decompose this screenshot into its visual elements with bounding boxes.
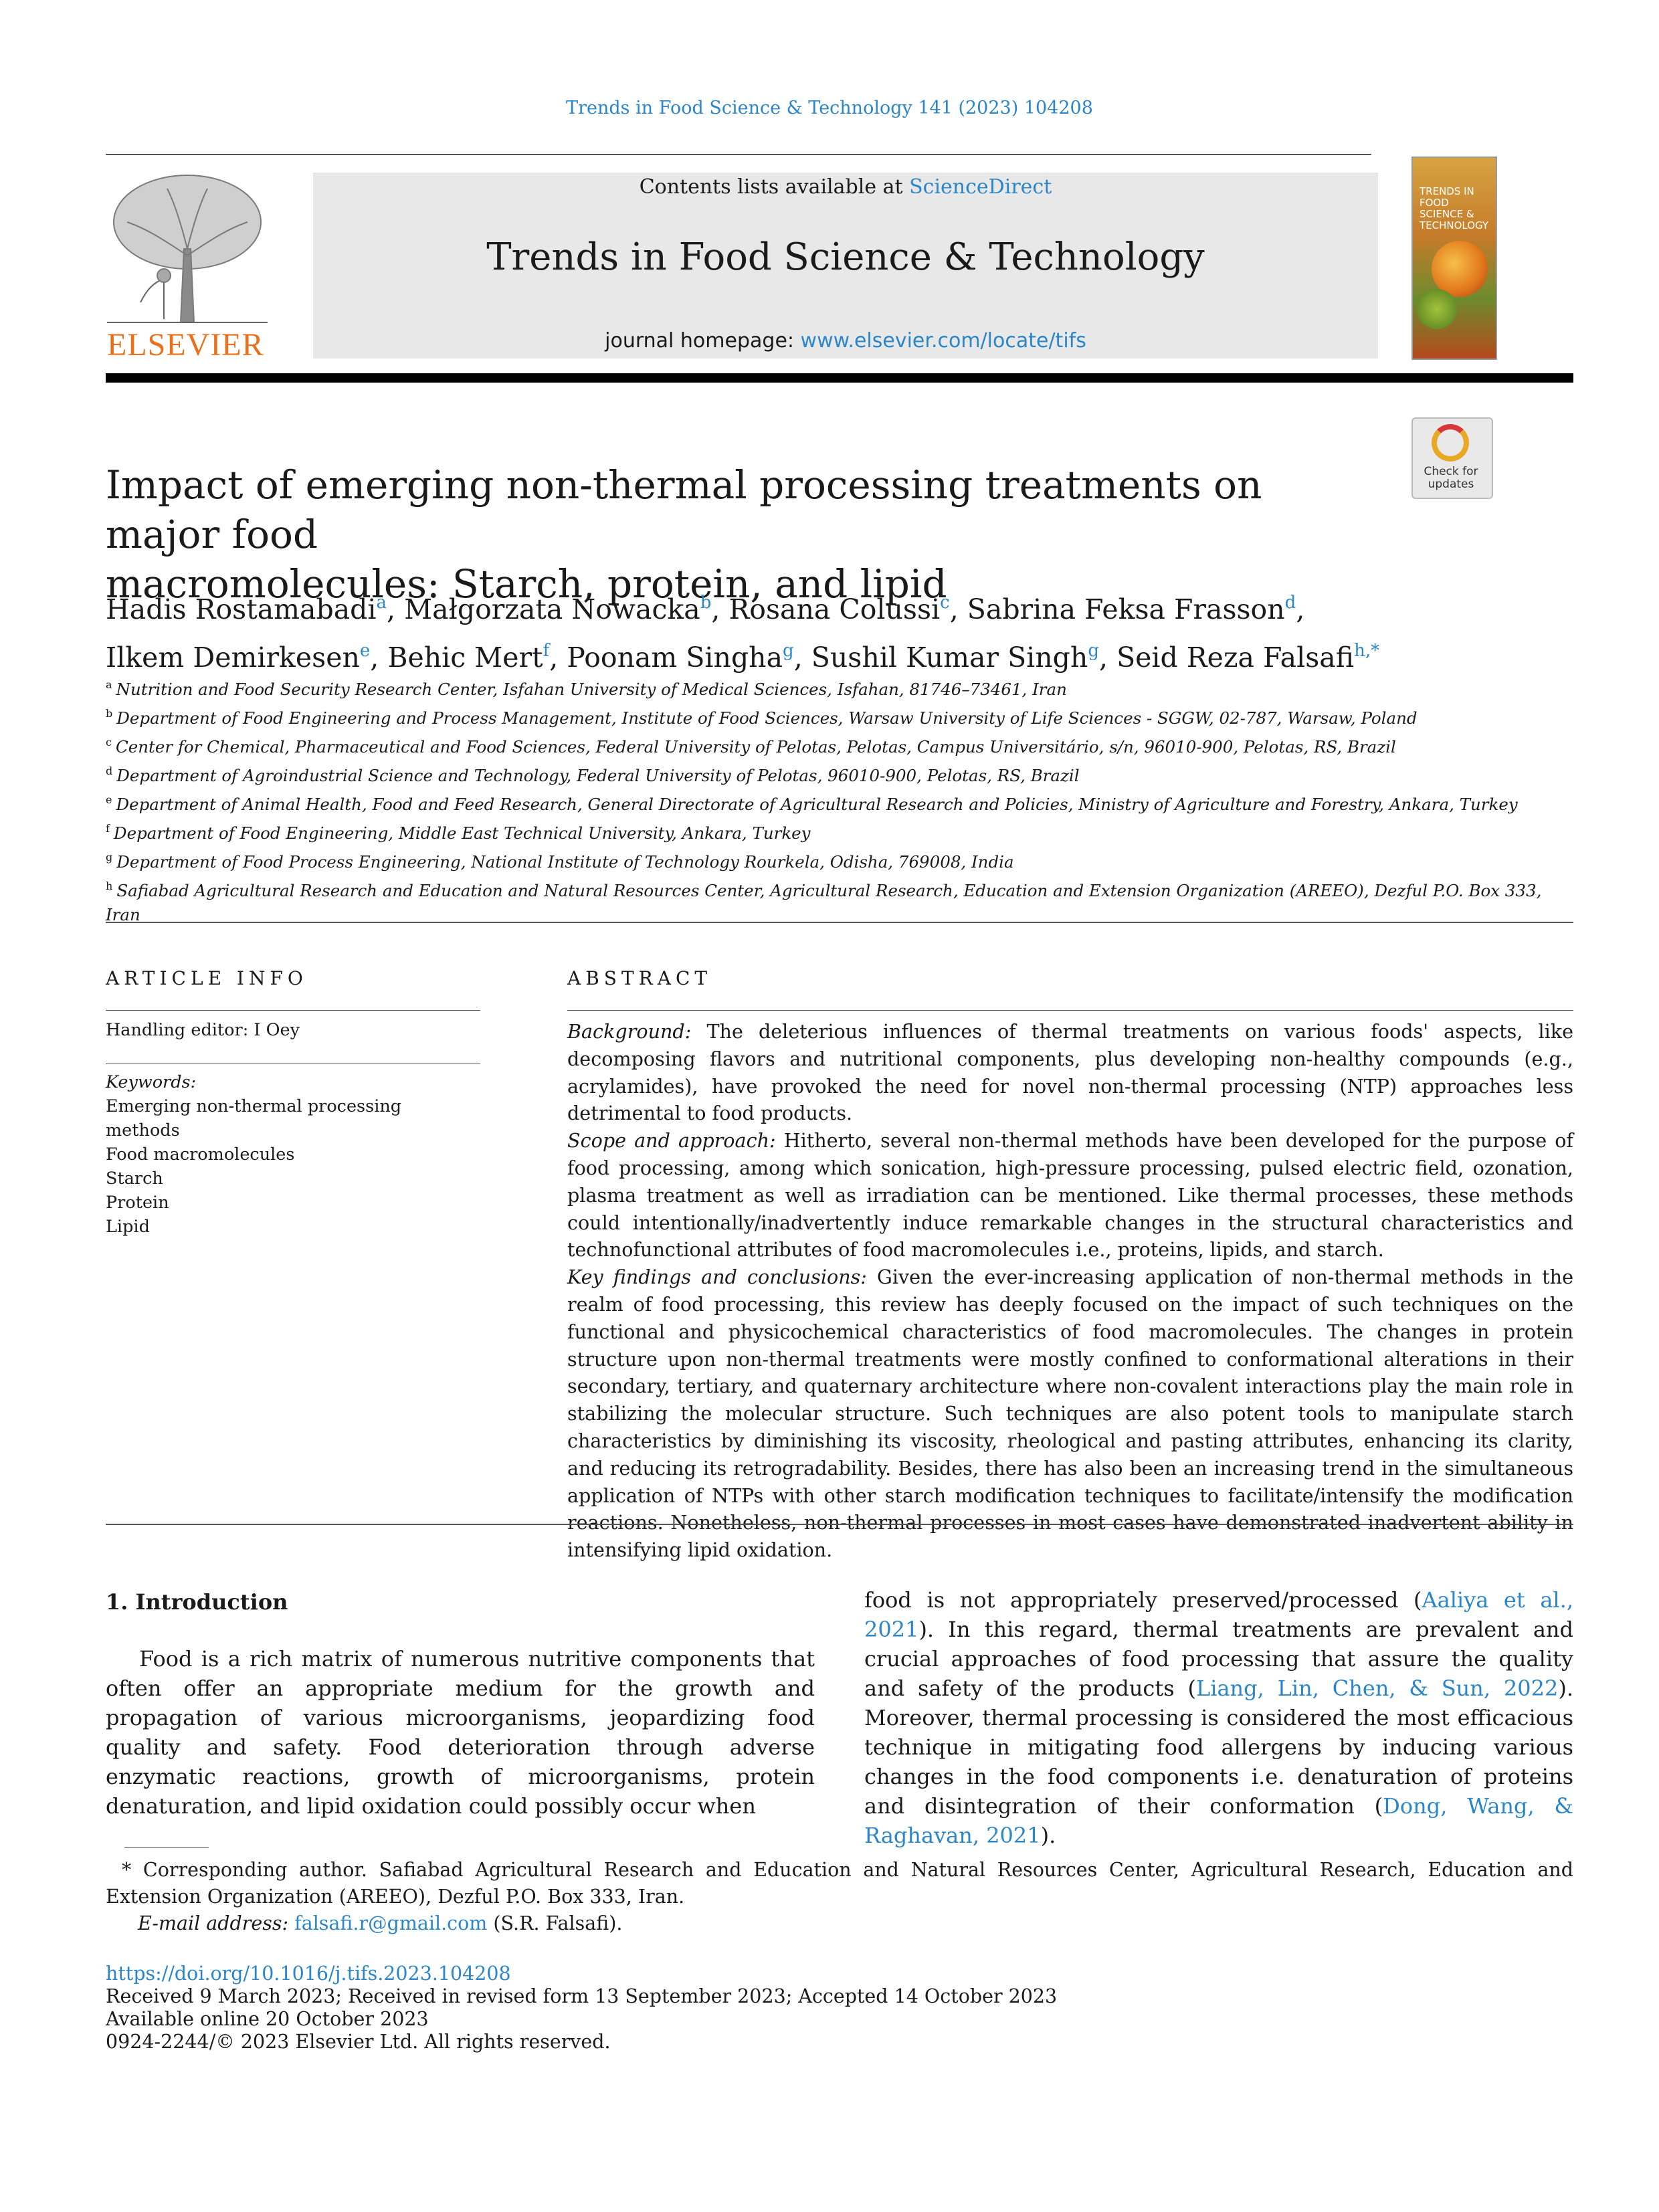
author-affil-link[interactable]: d xyxy=(1284,593,1296,613)
author-line-2: Ilkem Demirkesene, Behic Mertf, Poonam S… xyxy=(106,641,1380,674)
elsevier-tree-logo xyxy=(107,175,268,323)
author-list: Hadis Rostamabadia, Małgorzata Nowackab,… xyxy=(106,582,1577,678)
author-affil-link[interactable]: h,* xyxy=(1354,641,1380,661)
available-online: Available online 20 October 2023 xyxy=(106,2008,429,2030)
abstract-findings: Key findings and conclusions: Given the … xyxy=(567,1266,1573,1562)
citation-link[interactable]: Aaliya et al., 2021 xyxy=(864,1587,1574,1642)
doi-link[interactable]: https://doi.org/10.1016/j.tifs.2023.1042… xyxy=(106,1963,511,1985)
journal-cover-text: TRENDS IN FOOD SCIENCE & TECHNOLOGY xyxy=(1420,185,1489,231)
bookmark-icon xyxy=(1432,424,1469,462)
running-head[interactable]: Trends in Food Science & Technology 141 … xyxy=(566,98,1093,118)
keywords-block: Keywords: Emerging non-thermal processin… xyxy=(106,1070,480,1239)
author-name[interactable]: Sushil Kumar Singh xyxy=(811,641,1088,674)
author-name[interactable]: Behic Mert xyxy=(387,641,543,674)
author-name[interactable]: Poonam Singha xyxy=(567,641,783,674)
author-affil-link[interactable]: b xyxy=(700,593,712,613)
abstract-heading: ABSTRACT xyxy=(567,967,712,989)
journal-title: Trends in Food Science & Technology xyxy=(486,235,1205,279)
author-line-1: Hadis Rostamabadia, Małgorzata Nowackab,… xyxy=(106,593,1305,625)
keyword-item: Food macromolecules xyxy=(106,1144,295,1165)
email-line: E-mail address: falsafi.r@gmail.com (S.R… xyxy=(138,1912,623,1934)
footnote-rule xyxy=(124,1847,209,1848)
article-info-rule xyxy=(106,1010,480,1011)
citation-link[interactable]: Dong, Wang, & Raghavan, 2021 xyxy=(864,1793,1574,1848)
top-rule xyxy=(106,154,1371,155)
citation-link[interactable]: Liang, Lin, Chen, & Sun, 2022 xyxy=(1195,1676,1559,1701)
introduction-right-paragraph: food is not appropriately preserved/proc… xyxy=(864,1587,1574,1848)
author-affil-link[interactable]: f xyxy=(543,641,550,661)
masthead-thick-rule xyxy=(106,373,1573,383)
header-bottom-rule xyxy=(106,922,1573,923)
author-name[interactable]: Sabrina Feksa Frasson xyxy=(967,593,1285,625)
author-name[interactable]: Małgorzata Nowacka xyxy=(404,593,700,625)
abstract-rule xyxy=(567,1010,1573,1011)
author-affil-link[interactable]: g xyxy=(783,641,794,661)
keyword-item: Lipid xyxy=(106,1217,150,1237)
masthead-box xyxy=(313,173,1378,359)
author-name[interactable]: Seid Reza Falsafi xyxy=(1116,641,1355,674)
article-title: Impact of emerging non-thermal processin… xyxy=(106,460,1363,609)
check-for-updates-label: Check for updates xyxy=(1424,465,1478,491)
article-title-line1: Impact of emerging non-thermal processin… xyxy=(106,462,1262,557)
keyword-item: Emerging non-thermal processing methods xyxy=(106,1096,402,1140)
keywords-label: Keywords: xyxy=(106,1072,197,1092)
author-name[interactable]: Ilkem Demirkesen xyxy=(106,641,360,674)
article-title-line2: macromolecules: Starch, protein, and lip… xyxy=(106,561,947,607)
author-affil-link[interactable]: c xyxy=(940,593,950,613)
abstract-bottom-rule xyxy=(106,1524,1573,1525)
keyword-item: Starch xyxy=(106,1169,163,1189)
author-affil-link[interactable]: e xyxy=(359,641,371,661)
abstract-scope: Scope and approach: Hitherto, several no… xyxy=(567,1129,1574,1262)
email-link[interactable]: falsafi.r@gmail.com xyxy=(294,1912,488,1934)
homepage-line: journal homepage: www.elsevier.com/locat… xyxy=(605,329,1086,353)
author-name[interactable]: Hadis Rostamabadi xyxy=(106,593,377,625)
corresponding-author-text: * Corresponding author. Safiabad Agricul… xyxy=(106,1859,1573,1908)
publisher-wordmark: ELSEVIER xyxy=(107,327,264,363)
author-affil-link[interactable]: a xyxy=(376,593,387,613)
keyword-item: Protein xyxy=(106,1193,169,1213)
publication-info: https://doi.org/10.1016/j.tifs.2023.1042… xyxy=(106,1963,1444,2053)
copyright: 0924-2244/© 2023 Elsevier Ltd. All right… xyxy=(106,2031,611,2053)
author-name[interactable]: Rosana Colussi xyxy=(728,593,941,625)
abstract-body: Background: The deleterious influences o… xyxy=(567,1018,1573,1564)
received-dates: Received 9 March 2023; Received in revis… xyxy=(106,1985,1058,2007)
article-info-heading: ARTICLE INFO xyxy=(106,967,308,989)
introduction-left-paragraph: Food is a rich matrix of numerous nutrit… xyxy=(106,1646,815,1819)
contents-line: Contents lists available at ScienceDirec… xyxy=(639,175,1052,199)
journal-homepage-link[interactable]: www.elsevier.com/locate/tifs xyxy=(800,329,1086,353)
introduction-heading: 1. Introduction xyxy=(106,1589,288,1615)
cover-orange-image xyxy=(1432,241,1488,297)
sciencedirect-link[interactable]: ScienceDirect xyxy=(909,175,1052,199)
cover-lime-image xyxy=(1417,289,1457,329)
abstract-background: Background: The deleterious influences o… xyxy=(567,1020,1573,1125)
corresponding-author-footnote: * Corresponding author. Safiabad Agricul… xyxy=(106,1857,1573,1937)
handling-editor: Handling editor: I Oey xyxy=(106,1020,300,1040)
author-affil-link[interactable]: g xyxy=(1088,641,1099,661)
